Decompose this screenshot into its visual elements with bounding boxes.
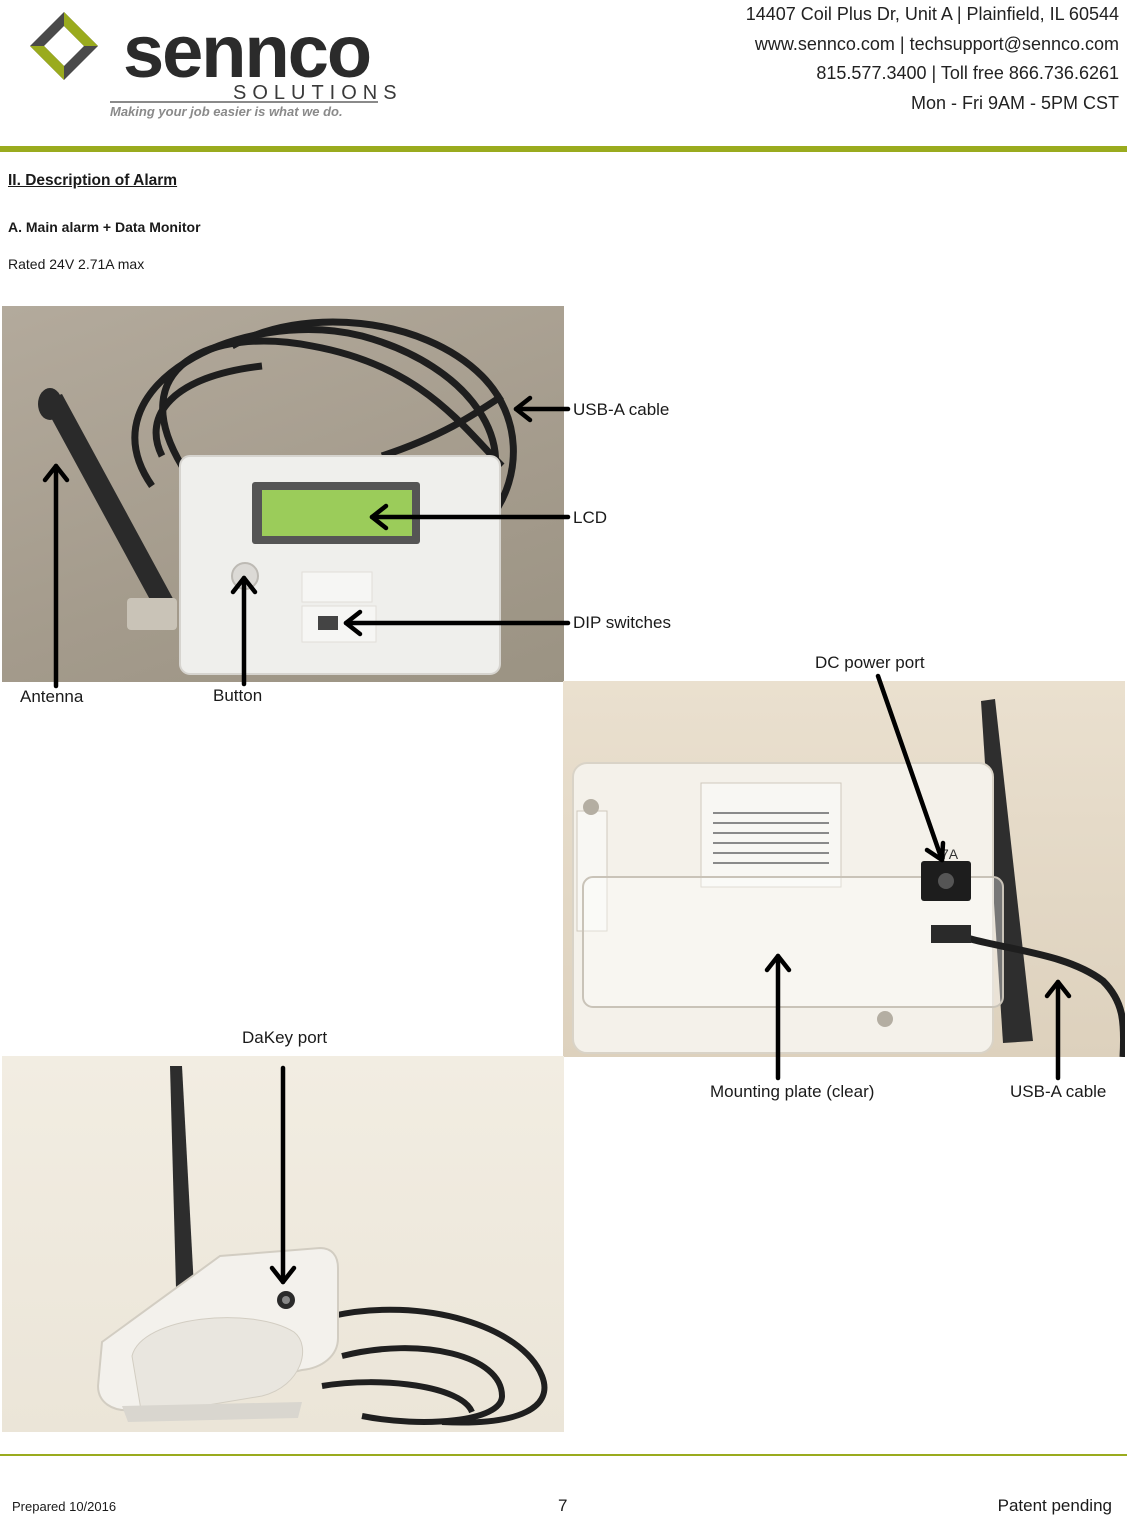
rating-text: Rated 24V 2.71A max [8, 256, 145, 272]
logo-divider [110, 101, 378, 103]
antenna-shape [38, 388, 177, 630]
callout-dip-switches: DIP switches [573, 613, 671, 632]
callout-antenna: Antenna [20, 687, 84, 706]
lcd-screen [262, 490, 412, 536]
photo-back-view: 7A [563, 681, 1125, 1057]
cable-coils [131, 318, 517, 519]
mounting-plate-shape [582, 876, 1004, 1008]
logo-subtitle: SOLUTIONS [233, 82, 403, 104]
company-logo: sennco SOLUTIONS Making your job easier … [28, 8, 397, 126]
footer-patent-note: Patent pending [997, 1496, 1112, 1515]
callout-mounting-plate: Mounting plate (clear) [710, 1082, 875, 1101]
contact-hours: Mon - Fri 9AM - 5PM CST [910, 92, 1119, 113]
dip-switch-block [318, 616, 338, 630]
callout-button: Button [213, 686, 263, 705]
header-divider [0, 146, 1127, 152]
contact-phones: 815.577.3400 | Toll free 866.736.6261 [816, 63, 1119, 83]
section-subtitle: A. Main alarm + Data Monitor [8, 219, 201, 235]
footer-divider [0, 1454, 1127, 1456]
callout-lcd: LCD [573, 508, 608, 527]
section-title: II. Description of Alarm [8, 172, 178, 189]
logo-tagline: Making your job easier is what we do. [110, 104, 343, 119]
photo-front-view [2, 306, 564, 682]
photo-side-view [2, 1056, 564, 1432]
device-button [231, 562, 259, 590]
footer-page-number: 7 [558, 1496, 568, 1515]
contact-address: 14407 Coil Plus Dr, Unit A | Plainfield,… [745, 4, 1119, 24]
callout-dc-power-port: DC power port [815, 653, 925, 672]
callout-usb-a-cable-bottom: USB-A cable [1010, 1082, 1107, 1101]
logo-diamond-icon [30, 12, 98, 80]
callout-usb-a-cable-top: USB-A cable [573, 400, 670, 419]
callout-dakey-port: DaKey port [242, 1028, 328, 1047]
contact-block: 14407 Coil Plus Dr, Unit A | Plainfield,… [746, 0, 1119, 118]
footer-prepared-date: Prepared 10/2016 [12, 1499, 117, 1514]
power-rating-mark: 7A [941, 846, 959, 862]
logo-wordmark: sennco [123, 10, 372, 93]
contact-web-email[interactable]: www.sennco.com | techsupport@sennco.com [754, 33, 1119, 54]
